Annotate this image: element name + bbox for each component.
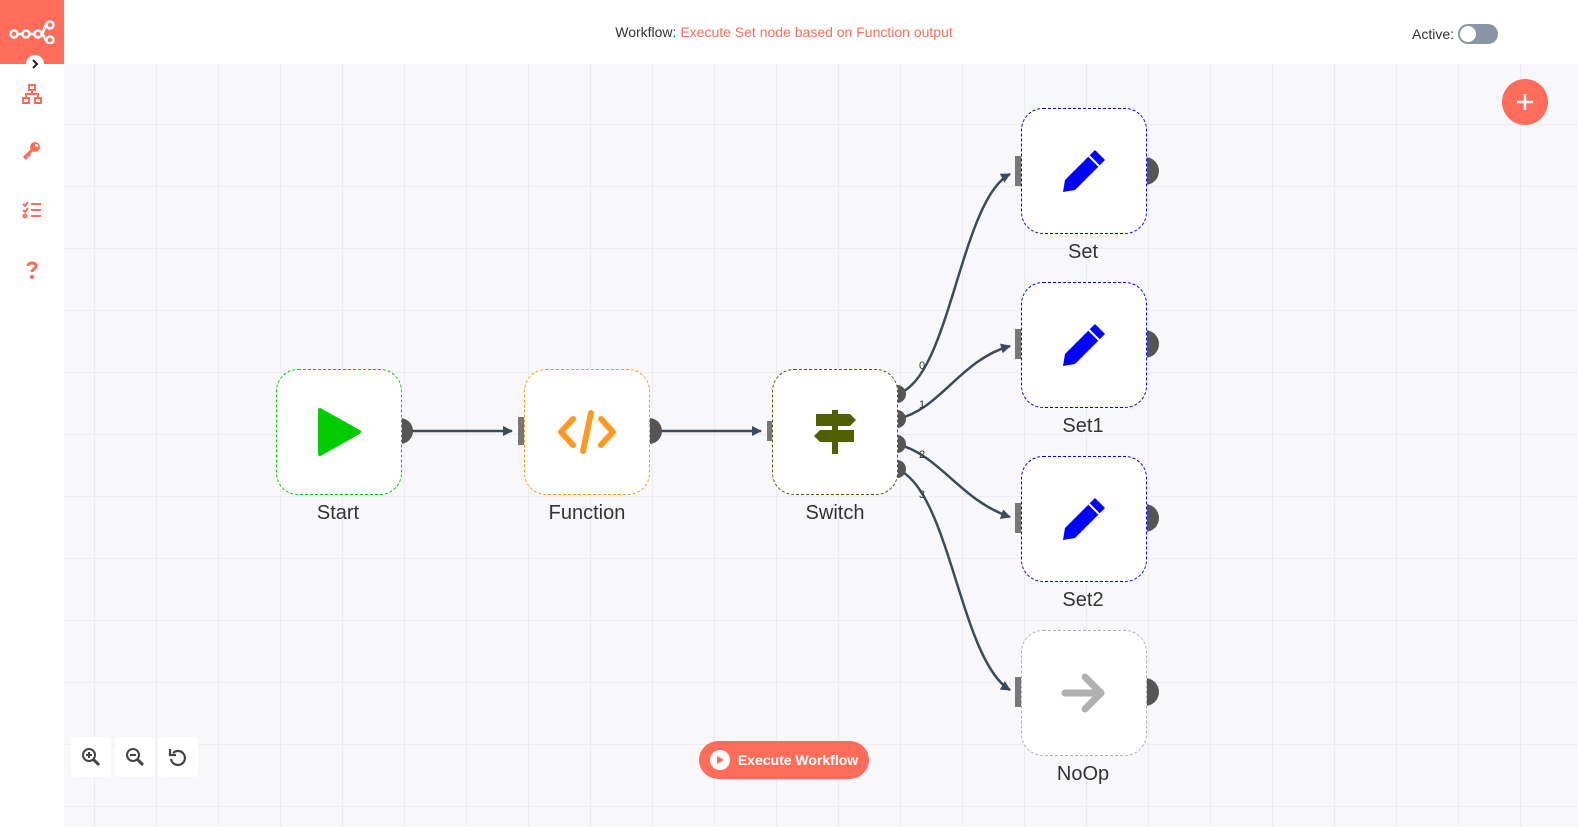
sidebar-item-executions[interactable] [18, 196, 46, 224]
node-set[interactable] [1021, 108, 1147, 234]
node-set2[interactable] [1021, 456, 1147, 582]
active-toggle[interactable] [1458, 24, 1498, 44]
node-function[interactable] [524, 369, 650, 495]
node-start[interactable] [276, 369, 402, 495]
tasks-icon [22, 201, 41, 219]
chevron-right-icon [32, 59, 39, 69]
question-icon [26, 261, 38, 279]
execute-workflow-button[interactable]: Execute Workflow [699, 741, 869, 779]
zoom-in-icon [82, 748, 101, 767]
node-label-start: Start [316, 502, 360, 524]
sidebar-item-credentials[interactable] [18, 136, 46, 164]
sidebar-item-workflows[interactable] [18, 80, 46, 108]
n8n-logo[interactable] [0, 0, 64, 64]
arrow-right-icon [1061, 673, 1105, 713]
zoom-in-button[interactable] [71, 737, 111, 777]
play-circle-icon [709, 750, 730, 770]
zoom-out-icon [126, 748, 145, 767]
expand-sidebar-button[interactable] [26, 55, 44, 73]
pen-icon [1063, 498, 1105, 540]
node-switch[interactable] [772, 369, 898, 495]
node-noop[interactable] [1021, 630, 1147, 756]
sidebar-item-help[interactable] [18, 256, 46, 284]
workflow-prefix: Workflow: [615, 24, 677, 40]
switch-output-label-3: 3 [919, 489, 926, 501]
node-set1[interactable] [1021, 282, 1147, 408]
play-icon [318, 408, 361, 456]
workflow-name[interactable]: Execute Set node based on Function outpu… [680, 24, 953, 40]
undo-icon [168, 749, 186, 766]
node-label-noop: NoOp [1056, 763, 1110, 785]
active-label: Active: [1411, 26, 1454, 42]
plus-icon [1517, 94, 1533, 110]
zoom-out-button[interactable] [115, 737, 155, 777]
pen-icon [1063, 324, 1105, 366]
active-switch: Active: [1412, 24, 1498, 44]
switch-output-label-0: 0 [919, 360, 926, 372]
node-label-set1: Set1 [1062, 415, 1104, 437]
add-node-button[interactable] [1502, 79, 1548, 125]
sidebar [0, 0, 64, 827]
node-label-switch: Switch [805, 502, 865, 524]
toggle-knob [1460, 26, 1476, 42]
code-icon [558, 410, 616, 454]
node-label-set: Set [1067, 241, 1099, 263]
signpost-icon [814, 410, 856, 454]
node-label-function: Function [548, 502, 626, 524]
switch-output-label-1: 1 [919, 399, 926, 411]
network-icon [22, 84, 42, 104]
switch-output-label-2: 2 [919, 449, 926, 461]
key-icon [22, 142, 40, 161]
reset-zoom-button[interactable] [158, 737, 198, 777]
node-label-set2: Set2 [1062, 589, 1104, 611]
header: Workflow: Execute Set node based on Func… [64, 0, 1578, 64]
logo-icon [9, 20, 55, 44]
execute-workflow-label: Execute Workflow [737, 752, 859, 768]
pen-icon [1063, 150, 1105, 192]
workflow-title: Workflow: Execute Set node based on Func… [64, 24, 1504, 40]
